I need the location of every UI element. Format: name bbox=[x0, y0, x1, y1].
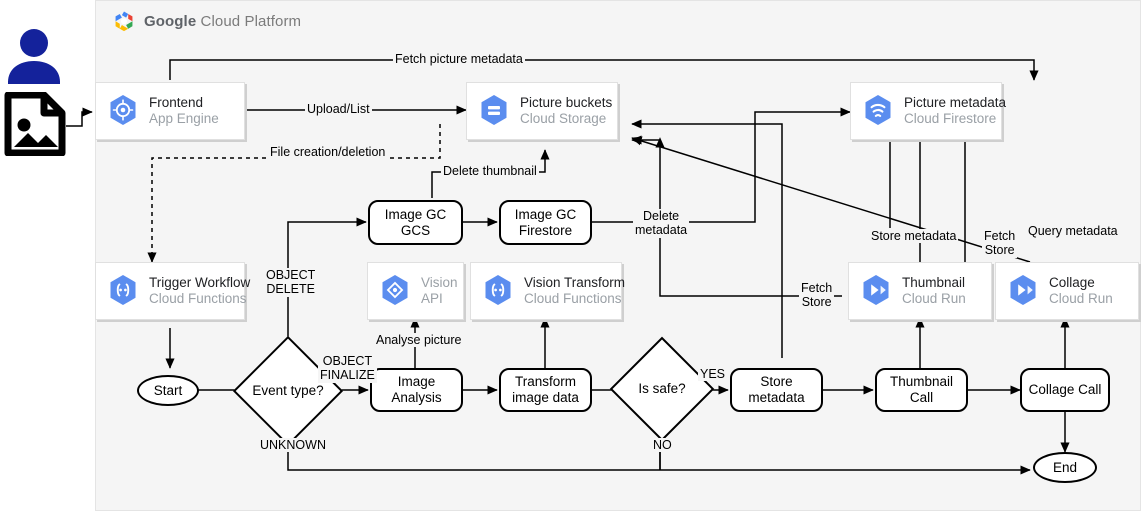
gcp-title-rest: Cloud Platform bbox=[196, 12, 302, 30]
edge-label-delete-metadata: Delete metadata bbox=[633, 209, 690, 238]
picture-buckets-subtitle: Cloud Storage bbox=[520, 111, 607, 126]
node-picture-buckets[interactable]: Picture buckets Cloud Storage bbox=[466, 82, 631, 153]
cloud-run-icon bbox=[1010, 275, 1036, 305]
cloud-storage-icon bbox=[481, 95, 507, 125]
edge-label-fetch-store-right: Fetch Store bbox=[982, 229, 1018, 258]
app-engine-icon bbox=[110, 95, 136, 125]
decision-event-type-label: Event type? bbox=[252, 383, 324, 399]
vision-transform-subtitle: Cloud Functions bbox=[524, 291, 622, 306]
edge-label-query-metadata: Query metadata bbox=[1026, 224, 1120, 239]
edge-label-object-finalize: OBJECT FINALIZE bbox=[318, 354, 377, 383]
node-trigger-workflow[interactable]: Trigger Workflow Cloud Functions bbox=[95, 262, 258, 333]
picture-file-icon bbox=[4, 92, 66, 156]
picture-metadata-subtitle: Cloud Firestore bbox=[904, 111, 997, 126]
decision-event-type[interactable]: Event type? bbox=[232, 335, 344, 447]
edge-label-unknown: UNKNOWN bbox=[258, 438, 328, 453]
collage-subtitle: Cloud Run bbox=[1049, 291, 1113, 306]
edge-label-object-delete: OBJECT DELETE bbox=[264, 268, 318, 297]
edge-label-delete-thumbnail: Delete thumbnail bbox=[441, 164, 539, 179]
edge-label-file-creation-deletion: File creation/deletion bbox=[268, 145, 388, 160]
frontend-title: Frontend bbox=[149, 95, 204, 111]
vision-api-subtitle: API bbox=[421, 291, 443, 306]
node-vision-api[interactable]: Vision API bbox=[367, 262, 464, 320]
node-frontend[interactable]: Frontend App Engine bbox=[95, 82, 258, 153]
edge-label-analyse-picture: Analyse picture bbox=[374, 333, 464, 348]
trigger-workflow-title: Trigger Workflow bbox=[149, 275, 251, 291]
thumbnail-title: Thumbnail bbox=[902, 275, 966, 291]
edge-label-fetch-picture-metadata: Fetch picture metadata bbox=[393, 52, 525, 67]
picture-metadata-title: Picture metadata bbox=[904, 95, 1007, 111]
process-transform-image-data[interactable]: Transform image data bbox=[499, 368, 592, 412]
process-image-analysis[interactable]: Image Analysis bbox=[370, 368, 463, 412]
node-thumbnail[interactable]: Thumbnail Cloud Run bbox=[848, 262, 992, 320]
frontend-subtitle: App Engine bbox=[149, 111, 219, 126]
gcp-title: Google Cloud Platform bbox=[144, 13, 301, 30]
terminator-end[interactable]: End bbox=[1033, 452, 1097, 483]
terminator-start[interactable]: Start bbox=[137, 375, 199, 406]
gcp-header: Google Cloud Platform bbox=[113, 10, 301, 32]
vision-transform-title: Vision Transform bbox=[524, 275, 626, 291]
edge-label-upload-list: Upload/List bbox=[305, 102, 372, 117]
node-collage[interactable]: Collage Cloud Run bbox=[995, 262, 1139, 320]
cloud-functions-icon bbox=[485, 275, 511, 305]
cloud-functions-icon bbox=[110, 275, 136, 305]
picture-buckets-title: Picture buckets bbox=[520, 95, 613, 111]
process-thumbnail-call[interactable]: Thumbnail Call bbox=[875, 368, 968, 412]
process-image-gc-firestore[interactable]: Image GC Firestore bbox=[499, 200, 592, 245]
edge-label-yes: YES bbox=[698, 367, 728, 382]
vision-api-icon bbox=[382, 275, 408, 305]
trigger-workflow-subtitle: Cloud Functions bbox=[149, 291, 247, 306]
decision-is-safe-label: Is safe? bbox=[638, 381, 686, 397]
edge-label-store-metadata: Store metadata bbox=[869, 229, 959, 244]
gcp-title-bold: Google bbox=[144, 12, 197, 30]
process-image-gc-gcs[interactable]: Image GC GCS bbox=[368, 200, 463, 245]
thumbnail-subtitle: Cloud Run bbox=[902, 291, 966, 306]
user-person-icon bbox=[8, 29, 60, 84]
gcp-hexagon-logo-icon bbox=[115, 11, 133, 32]
decision-is-safe[interactable]: Is safe? bbox=[609, 336, 715, 442]
cloud-run-icon bbox=[863, 275, 889, 305]
edge-label-fetch-store-left: Fetch Store bbox=[799, 281, 835, 310]
collage-title: Collage bbox=[1049, 275, 1095, 291]
process-collage-call[interactable]: Collage Call bbox=[1020, 368, 1110, 412]
cloud-firestore-icon bbox=[865, 95, 891, 125]
node-picture-metadata[interactable]: Picture metadata Cloud Firestore bbox=[850, 82, 1006, 140]
edge-label-no: NO bbox=[651, 438, 674, 453]
vision-api-title: Vision bbox=[421, 275, 458, 291]
node-vision-transform[interactable]: Vision Transform Cloud Functions bbox=[470, 262, 626, 320]
process-store-metadata[interactable]: Store metadata bbox=[730, 368, 823, 412]
